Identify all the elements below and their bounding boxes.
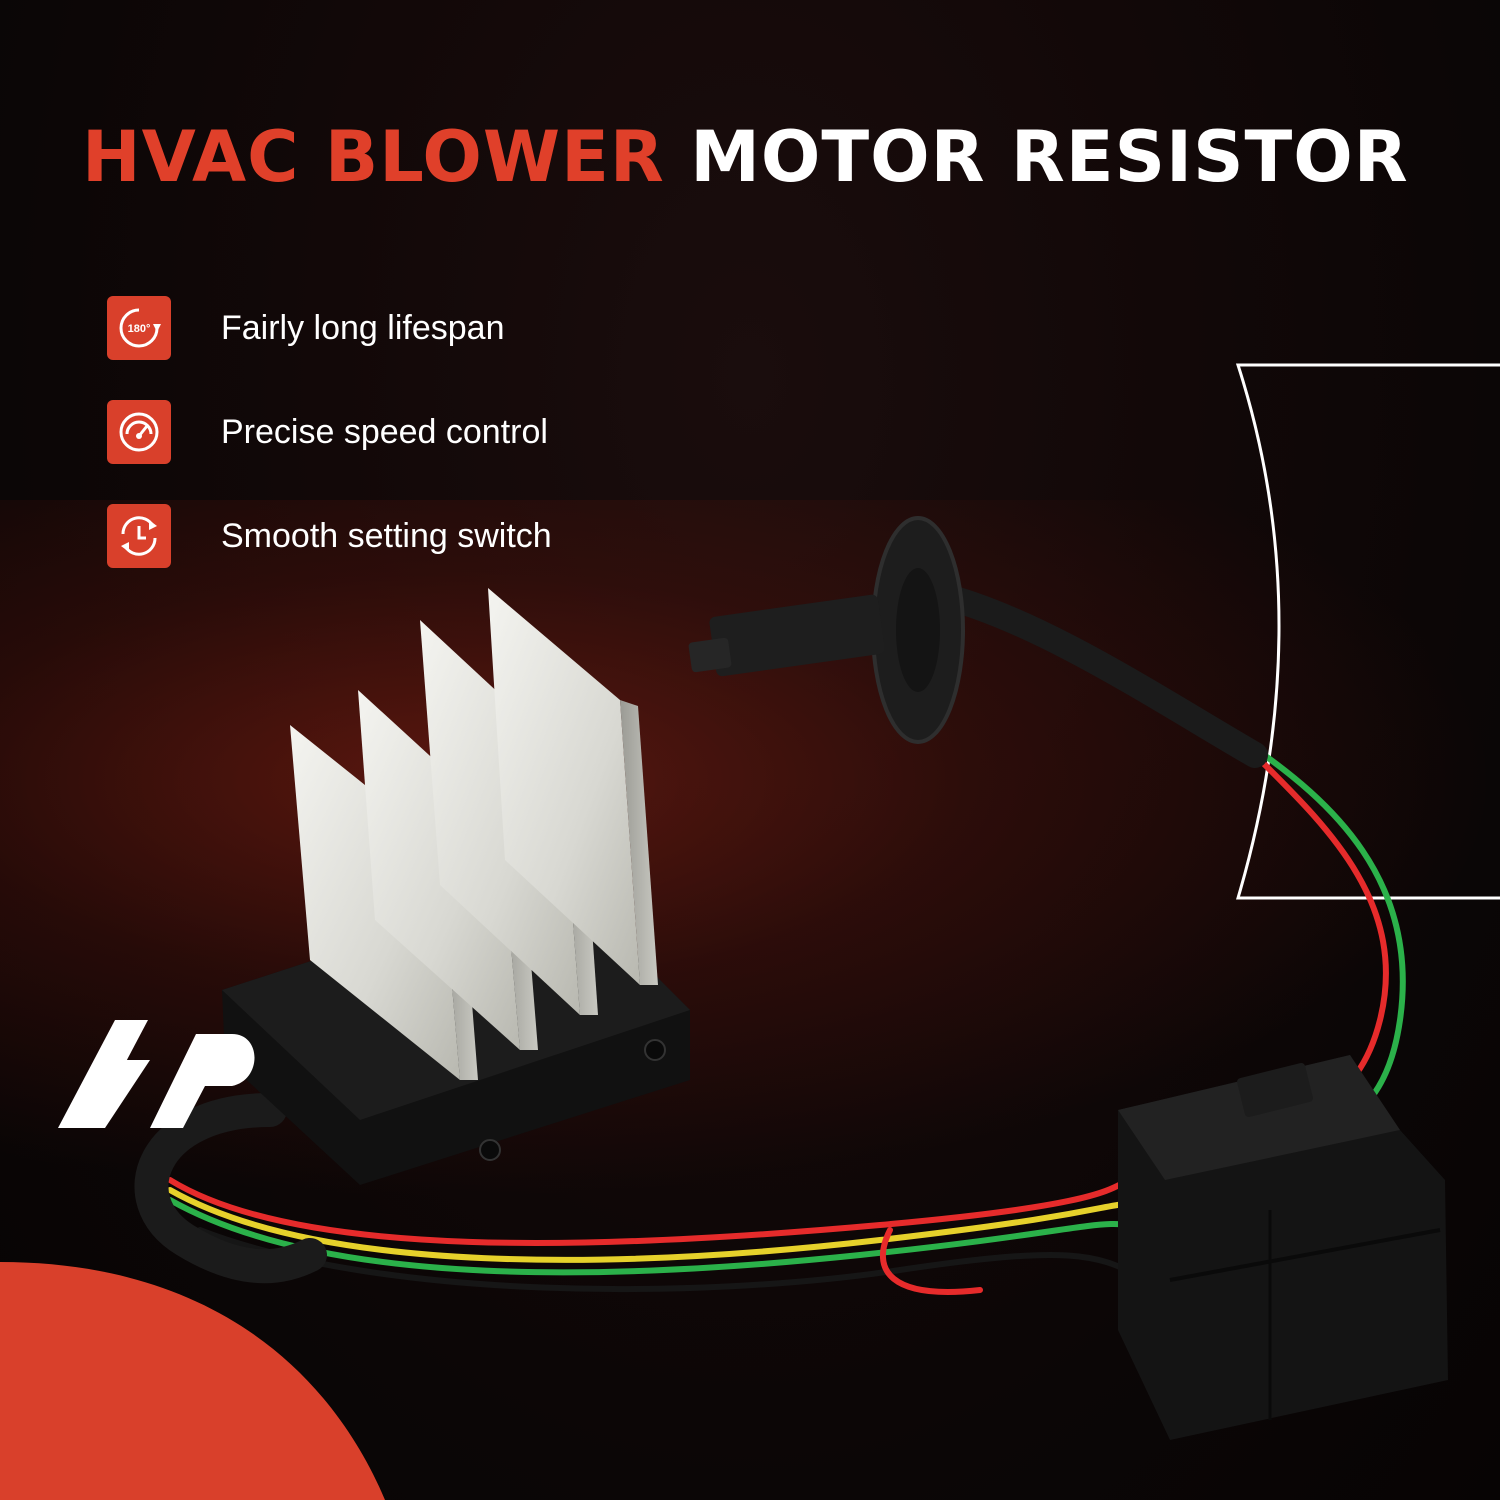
title-accent: HVAC BLOWER [82,116,665,198]
page-title: HVAC BLOWER MOTOR RESISTOR [82,122,1409,192]
title-main: MOTOR RESISTOR [690,116,1409,198]
feature-item-switch: Smooth setting switch [107,504,552,568]
clock-cycle-icon [107,504,171,568]
feature-label: Precise speed control [221,412,548,451]
icon-badge-text: 180° [128,323,151,335]
feature-item-lifespan: 180° Fairly long lifespan [107,296,552,360]
speedometer-icon [107,400,171,464]
feature-list: 180° Fairly long lifespan Precise speed … [107,296,552,608]
feature-item-speed: Precise speed control [107,400,552,464]
rotate-180-icon: 180° [107,296,171,360]
feature-label: Fairly long lifespan [221,308,505,347]
feature-label: Smooth setting switch [221,516,552,555]
